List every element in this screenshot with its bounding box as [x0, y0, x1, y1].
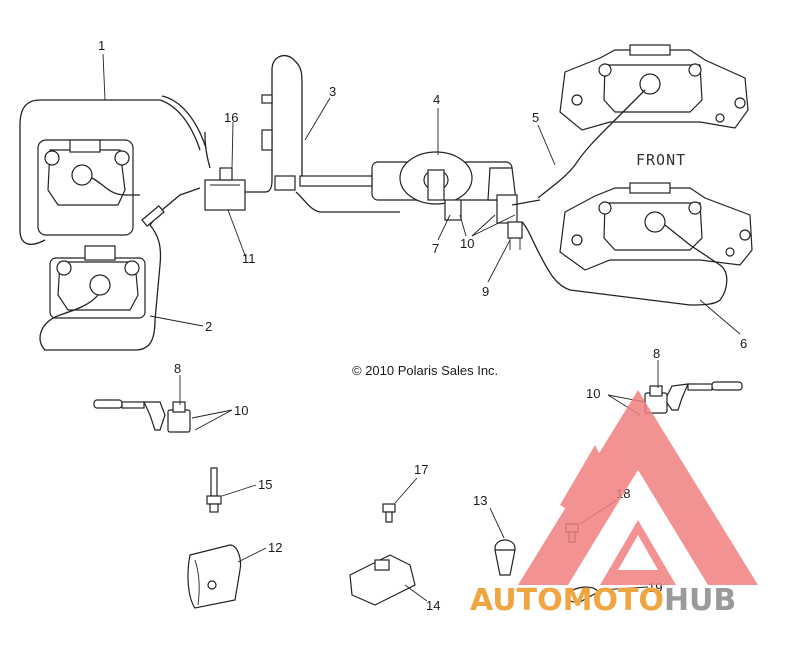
- callout-3: 3: [329, 84, 336, 99]
- rear-caliper-lower: [39, 224, 162, 351]
- clamp-12: [187, 544, 242, 609]
- front-caliper-upper: [537, 44, 749, 199]
- watermark-logo: [518, 390, 758, 585]
- callout-7: 7: [432, 241, 439, 256]
- callout-10-right: 10: [586, 386, 600, 401]
- copyright-notice: © 2010 Polaris Sales Inc.: [352, 363, 498, 378]
- callout-11: 11: [242, 251, 256, 266]
- callout-15: 15: [258, 477, 272, 492]
- master-cylinder: [299, 151, 541, 224]
- bolt-15: [206, 467, 222, 513]
- callout-9: 9: [482, 284, 489, 299]
- callout-6: 6: [740, 336, 747, 351]
- callout-17: 17: [414, 462, 428, 477]
- fitting-8-right: [644, 381, 743, 414]
- front-caliper-lower: [521, 182, 753, 306]
- callout-10-center: 10: [460, 236, 474, 251]
- brake-line-1: [19, 95, 207, 245]
- front-label: FRONT: [636, 151, 686, 169]
- callout-2: 2: [205, 319, 212, 334]
- callout-13: 13: [473, 493, 487, 508]
- callout-16: 16: [224, 110, 238, 125]
- callout-12: 12: [268, 540, 282, 555]
- leader-lines: [102, 53, 741, 602]
- sensor-13: [494, 539, 516, 576]
- watermark-triangle-icon: [518, 390, 758, 585]
- watermark-auto: AUTO: [470, 583, 563, 618]
- callout-8-left: 8: [174, 361, 181, 376]
- callout-5: 5: [532, 110, 539, 125]
- clip-19: [565, 586, 599, 603]
- watermark-moto: MOTO: [563, 583, 664, 618]
- distribution-block: [204, 55, 303, 211]
- callout-4: 4: [433, 92, 440, 107]
- rear-caliper-upper: [37, 139, 140, 236]
- watermark-text: AUTOMOTOHUB: [470, 583, 736, 618]
- watermark-hub: HUB: [664, 583, 736, 618]
- bolt-17: [382, 503, 396, 523]
- callout-14: 14: [426, 598, 440, 613]
- brake-switch: [507, 221, 523, 250]
- fitting-8-left: [93, 399, 191, 433]
- bracket-14: [349, 554, 416, 606]
- callout-10-left: 10: [234, 403, 248, 418]
- callout-1: 1: [98, 38, 105, 53]
- callout-8-right: 8: [653, 346, 660, 361]
